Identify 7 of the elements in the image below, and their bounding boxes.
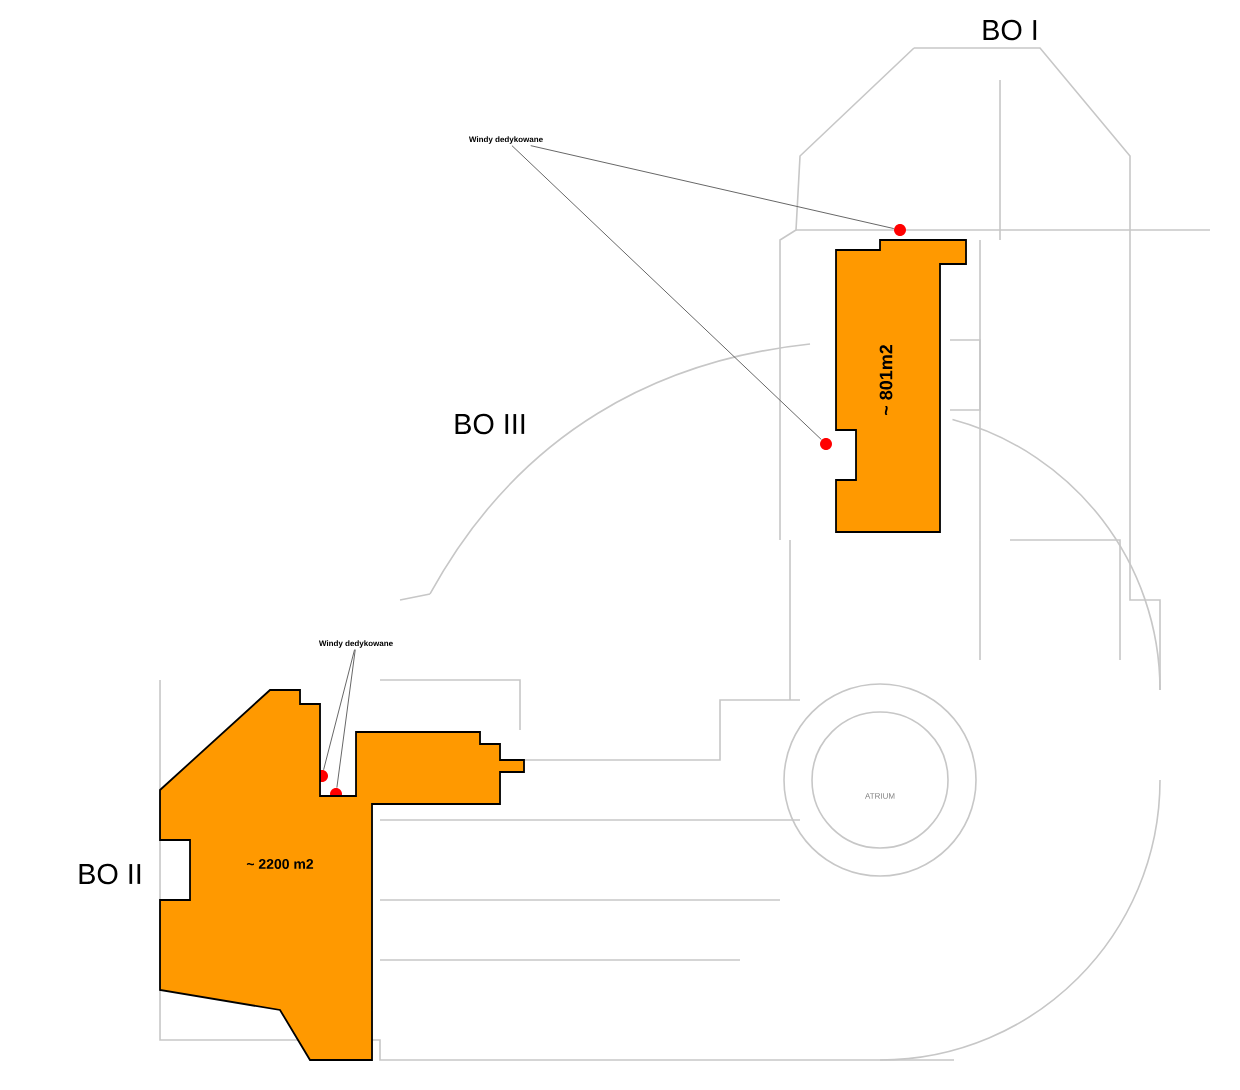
building-label: BO III	[455, 413, 525, 435]
leader-line	[336, 649, 356, 789]
leader-line	[530, 145, 895, 230]
leader-line	[511, 145, 822, 441]
leader-line	[323, 649, 356, 771]
floor-area: ~ 801m2	[835, 239, 967, 533]
building-label: BO I	[983, 19, 1037, 41]
